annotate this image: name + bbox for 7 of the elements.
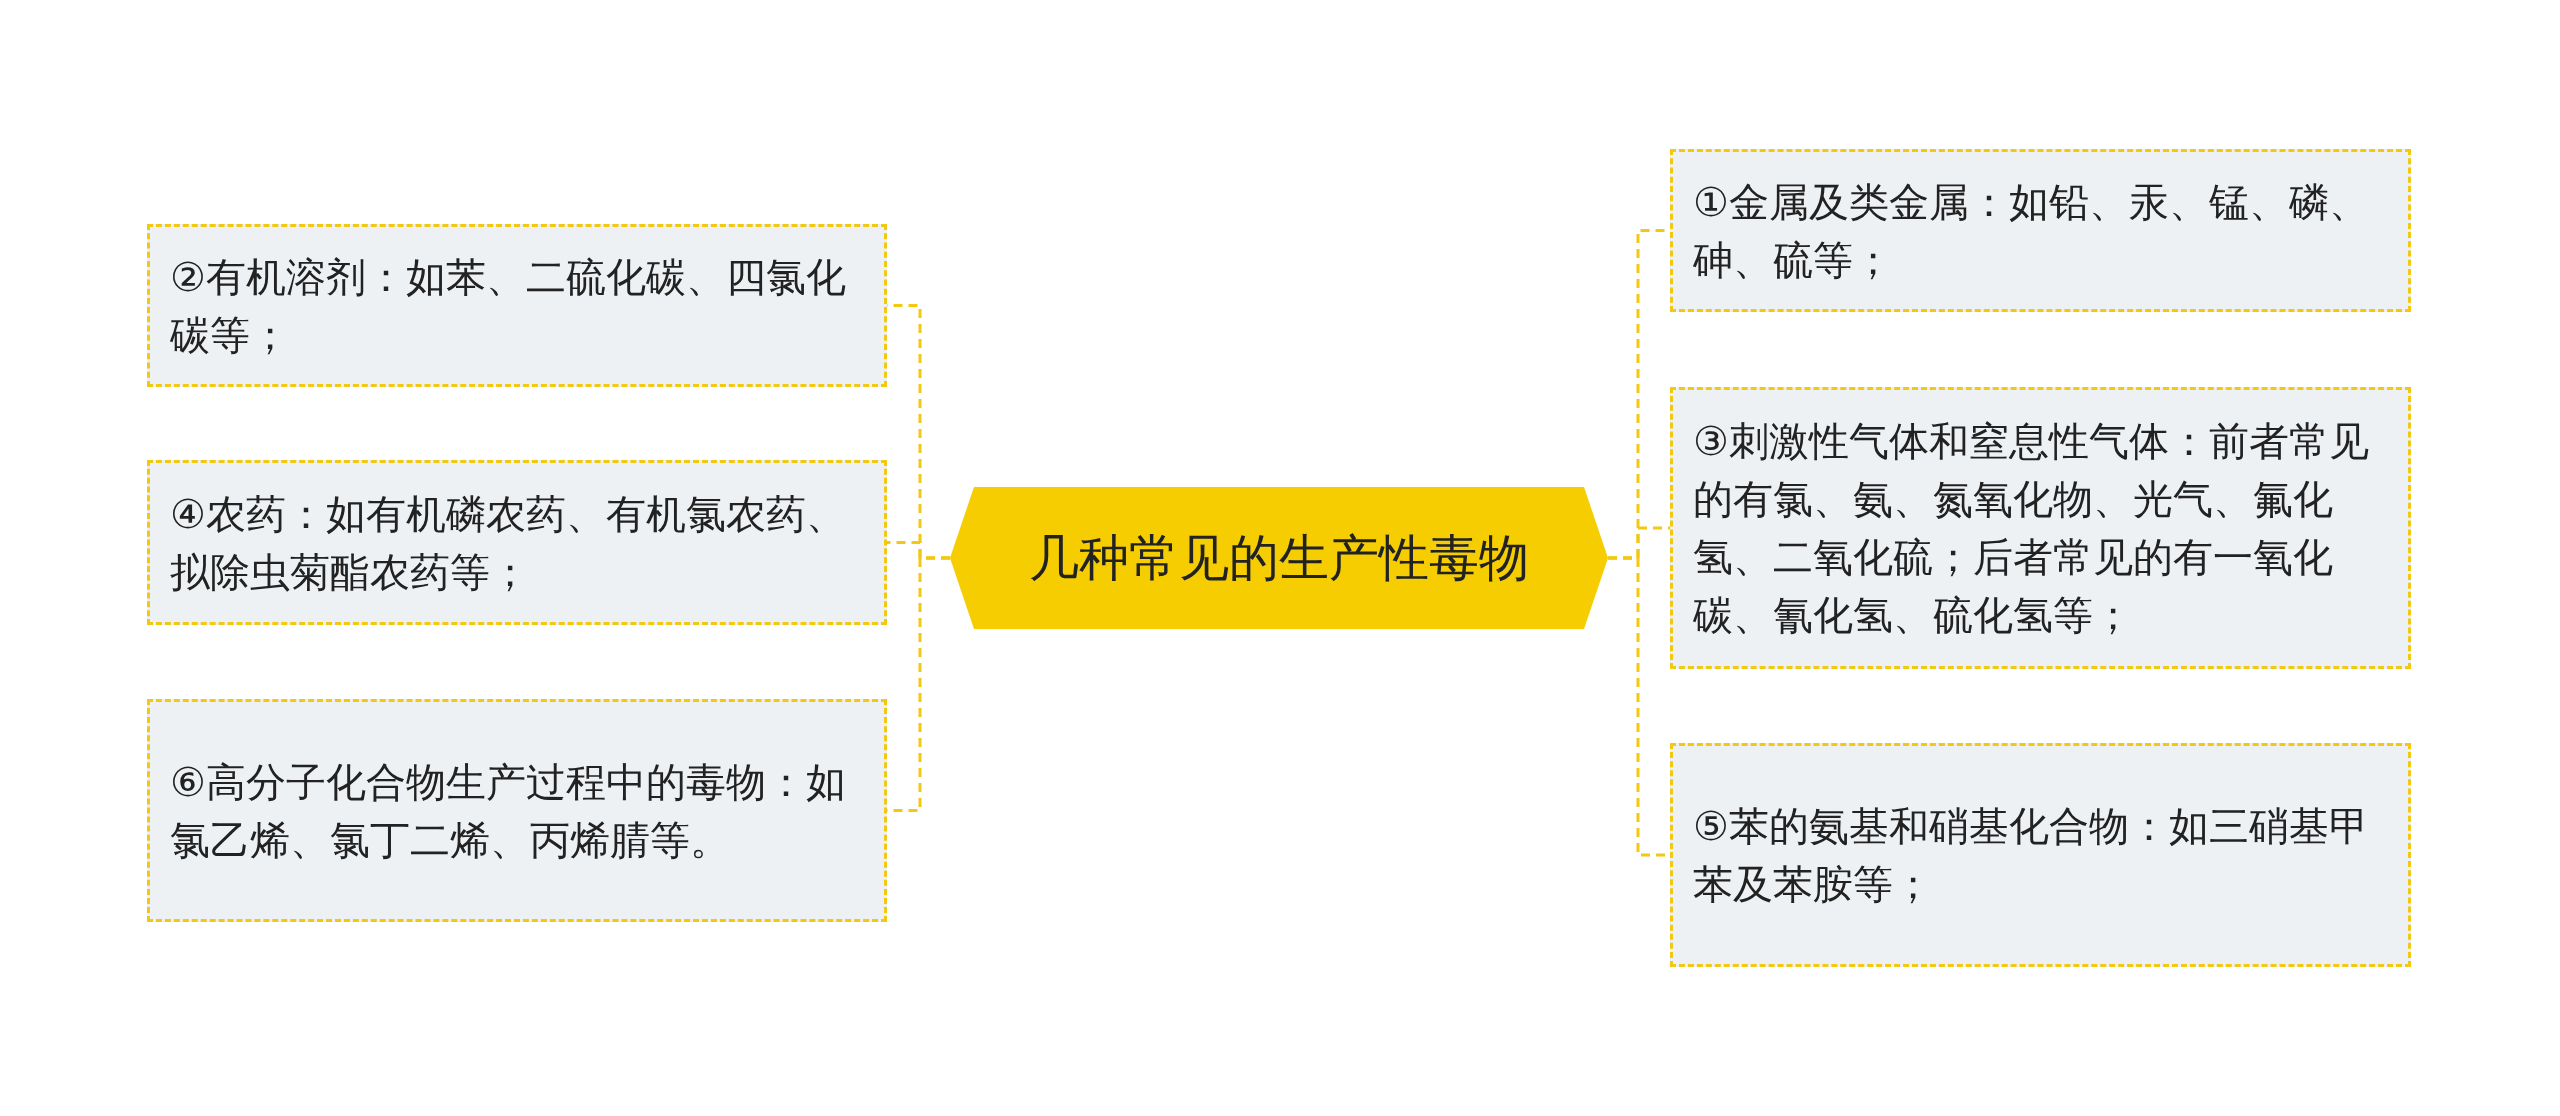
topic-box: ②有机溶剂：如苯、二硫化碳、四氯化碳等；: [147, 224, 887, 387]
topic-box: ③刺激性气体和窒息性气体：前者常见的有氯、氨、氮氧化物、光气、氟化氢、二氧化硫；后者常见的有一氧化碳、氰化氢、硫化氢等；: [1670, 387, 2411, 669]
topic-box: ⑥高分子化合物生产过程中的毒物：如氯乙烯、氯丁二烯、丙烯腈等。: [147, 699, 887, 922]
topic-box: ④农药：如有机磷农药、有机氯农药、拟除虫菊酯农药等；: [147, 460, 887, 625]
topic-box: ①金属及类金属：如铅、汞、锰、磷、砷、硫等；: [1670, 149, 2411, 312]
topic-box: ⑤苯的氨基和硝基化合物：如三硝基甲苯及苯胺等；: [1670, 743, 2411, 967]
central-topic: 几种常见的生产性毒物: [950, 487, 1608, 629]
